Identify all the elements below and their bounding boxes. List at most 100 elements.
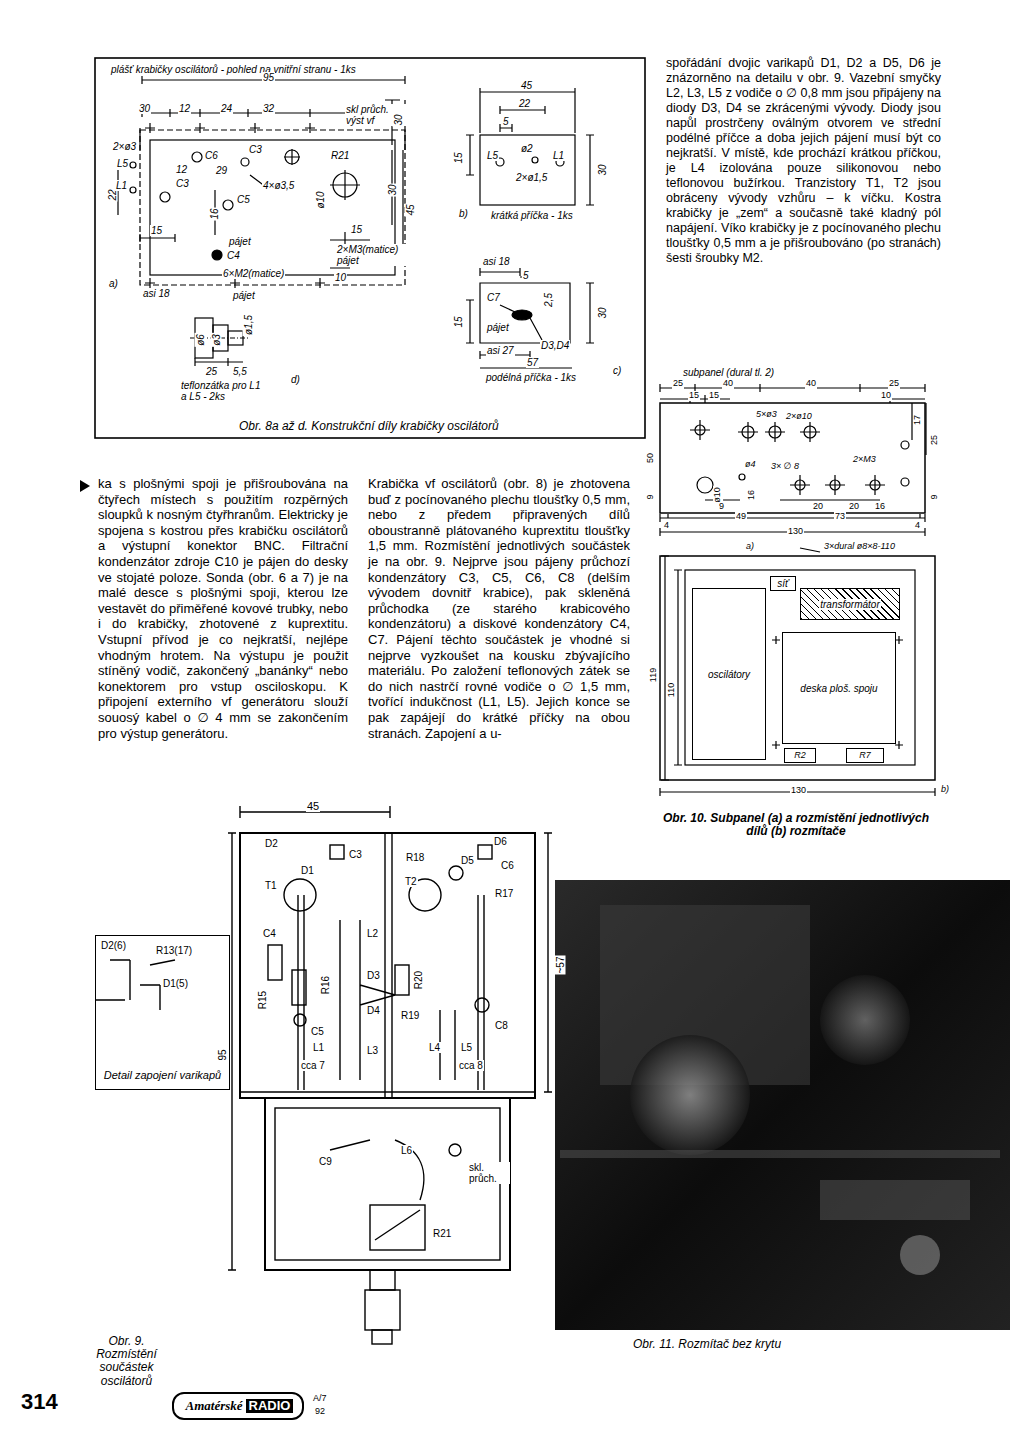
dimension-label: 32 [262,103,275,114]
part-label: C9 [318,1156,333,1167]
part-label: L5 [460,1042,473,1053]
part-label: L6 [400,1145,413,1156]
transformer-box: transformátor [800,588,900,620]
part-label: T1 [264,880,278,891]
column-marker [80,480,90,492]
part-label: D1 [300,865,315,876]
drawing-note: teflonzátka pro L1 a L5 - 2ks [180,380,262,402]
drawing-note: 2×M3(matice) pájet [336,244,416,266]
part-label: D4 [366,1005,381,1016]
dimension-label: 15 [453,315,464,328]
part-label: C6 [204,150,219,161]
part-label: D2 [264,838,279,849]
dimension-label: 5 [522,270,530,281]
dimension-label: 15 [688,391,700,401]
drawing-note: pájet [232,290,256,301]
part-label: C3 [348,849,363,860]
dimension-label: 5 [502,116,510,127]
dimension-label: 45 [520,80,533,91]
part-label: R15 [257,990,268,1010]
node-label: síť [776,578,789,589]
part-label: R16 [320,975,331,995]
dimension-label: 16 [209,207,220,220]
dimension-label: ø2 [520,143,534,154]
dimension-label: 25 [888,379,900,389]
part-label: R21 [432,1228,452,1239]
drawing-note: a) [108,278,119,289]
part-label: R13(17) [155,945,193,956]
dimension-label: 9 [718,502,725,512]
part-label: D2(6) [100,940,127,951]
dimension-label: ø1,5 [243,314,254,336]
drawing-note: plášť krabičky oscilátorů - pohled na vn… [110,64,357,75]
part-label: C4 [226,250,241,261]
dimension-label: 12 [175,164,188,175]
dimension-label: 16 [874,502,886,512]
issue-number: A/7 [312,1394,328,1404]
dimension-label: asi 27 [486,345,515,356]
figure-caption: Obr. 8a až d. Konstrukční díly krabičky … [238,420,500,433]
part-label: C6 [500,860,515,871]
node-label: transformátor [819,599,880,610]
part-label: L1 [312,1042,325,1053]
body-text: Krabička vf oscilátorů (obr. 8) je zhoto… [367,476,631,741]
part-label: T2 [404,876,418,887]
dimension-label: 40 [805,379,817,389]
dimension-label: 110 [667,682,677,698]
node-label: R2 [793,751,807,761]
dimension-label: 9 [646,493,656,500]
dimension-label: 9 [930,493,940,500]
dimension-label: 95 [262,72,275,83]
dimension-label: 15 [453,151,464,164]
drawing-note: 6×M2(matice) [222,268,285,279]
dimension-label: 10 [880,391,892,401]
dimension-label: 119 [649,667,659,683]
mains-box: síť [770,576,796,591]
dimension-label: 2×M3 [852,455,877,465]
part-label: C5 [236,194,251,205]
part-label: L1 [115,180,128,191]
dimension-label: 25 [930,434,940,446]
dimension-label: 2×ø1,5 [515,172,548,183]
dimension-label: 3× ∅ 8 [770,462,800,472]
dimension-label: 30 [387,183,398,196]
dimension-label: 2×ø3 [112,141,137,152]
dimension-label: 10 [334,272,347,283]
part-label: skl. průch. [468,1162,510,1184]
node-label: oscilátory [707,669,751,680]
pcb-box: deska ploš. spoju [782,632,896,744]
part-label: R18 [405,852,425,863]
resistor-box: R7 [846,748,884,763]
photo-obr11 [555,880,1010,1330]
figure-caption: Obr. 11. Rozmítač bez krytu [632,1338,782,1351]
dimension-label: 25 [672,379,684,389]
part-label: R17 [494,888,514,899]
dimension-label: 5×ø3 [755,410,778,420]
dimension-label: 24 [220,103,233,114]
part-label: C3 [248,144,263,155]
dimension-label: 2,5 [543,292,554,308]
dimension-label: 4 [914,521,921,531]
logo-text: RADIO [246,1399,294,1413]
part-label: L1 [552,150,565,161]
dimension-label: 30 [597,163,608,176]
figure-caption: Obr. 9. Rozmístění součástek oscilátorů [78,1335,175,1388]
part-label: D5 [460,855,475,866]
issue-year: 92 [314,1407,326,1417]
obr8-drawing [95,58,645,438]
dimension-label: 130 [790,786,807,796]
oscillator-box: oscilátory [692,588,766,760]
drawing-note: pájet [228,236,252,247]
part-label: R20 [413,970,424,990]
dimension-label: 20 [812,502,824,512]
part-label: L2 [366,928,379,939]
dimension-label: 22 [518,98,531,109]
detail-box: Detail zapojení varikapů [95,935,230,1090]
body-text: ka s plošnými spoji je přišroubována na … [97,476,349,741]
dimension-label: 15 [708,391,720,401]
node-label: R7 [858,751,872,761]
part-label: C4 [262,928,277,939]
dimension-label: 130 [787,527,804,537]
dimension-label: 30 [393,113,404,126]
body-text: spořádání dvojic varikapů D1, D2 a D5, D… [665,56,942,266]
